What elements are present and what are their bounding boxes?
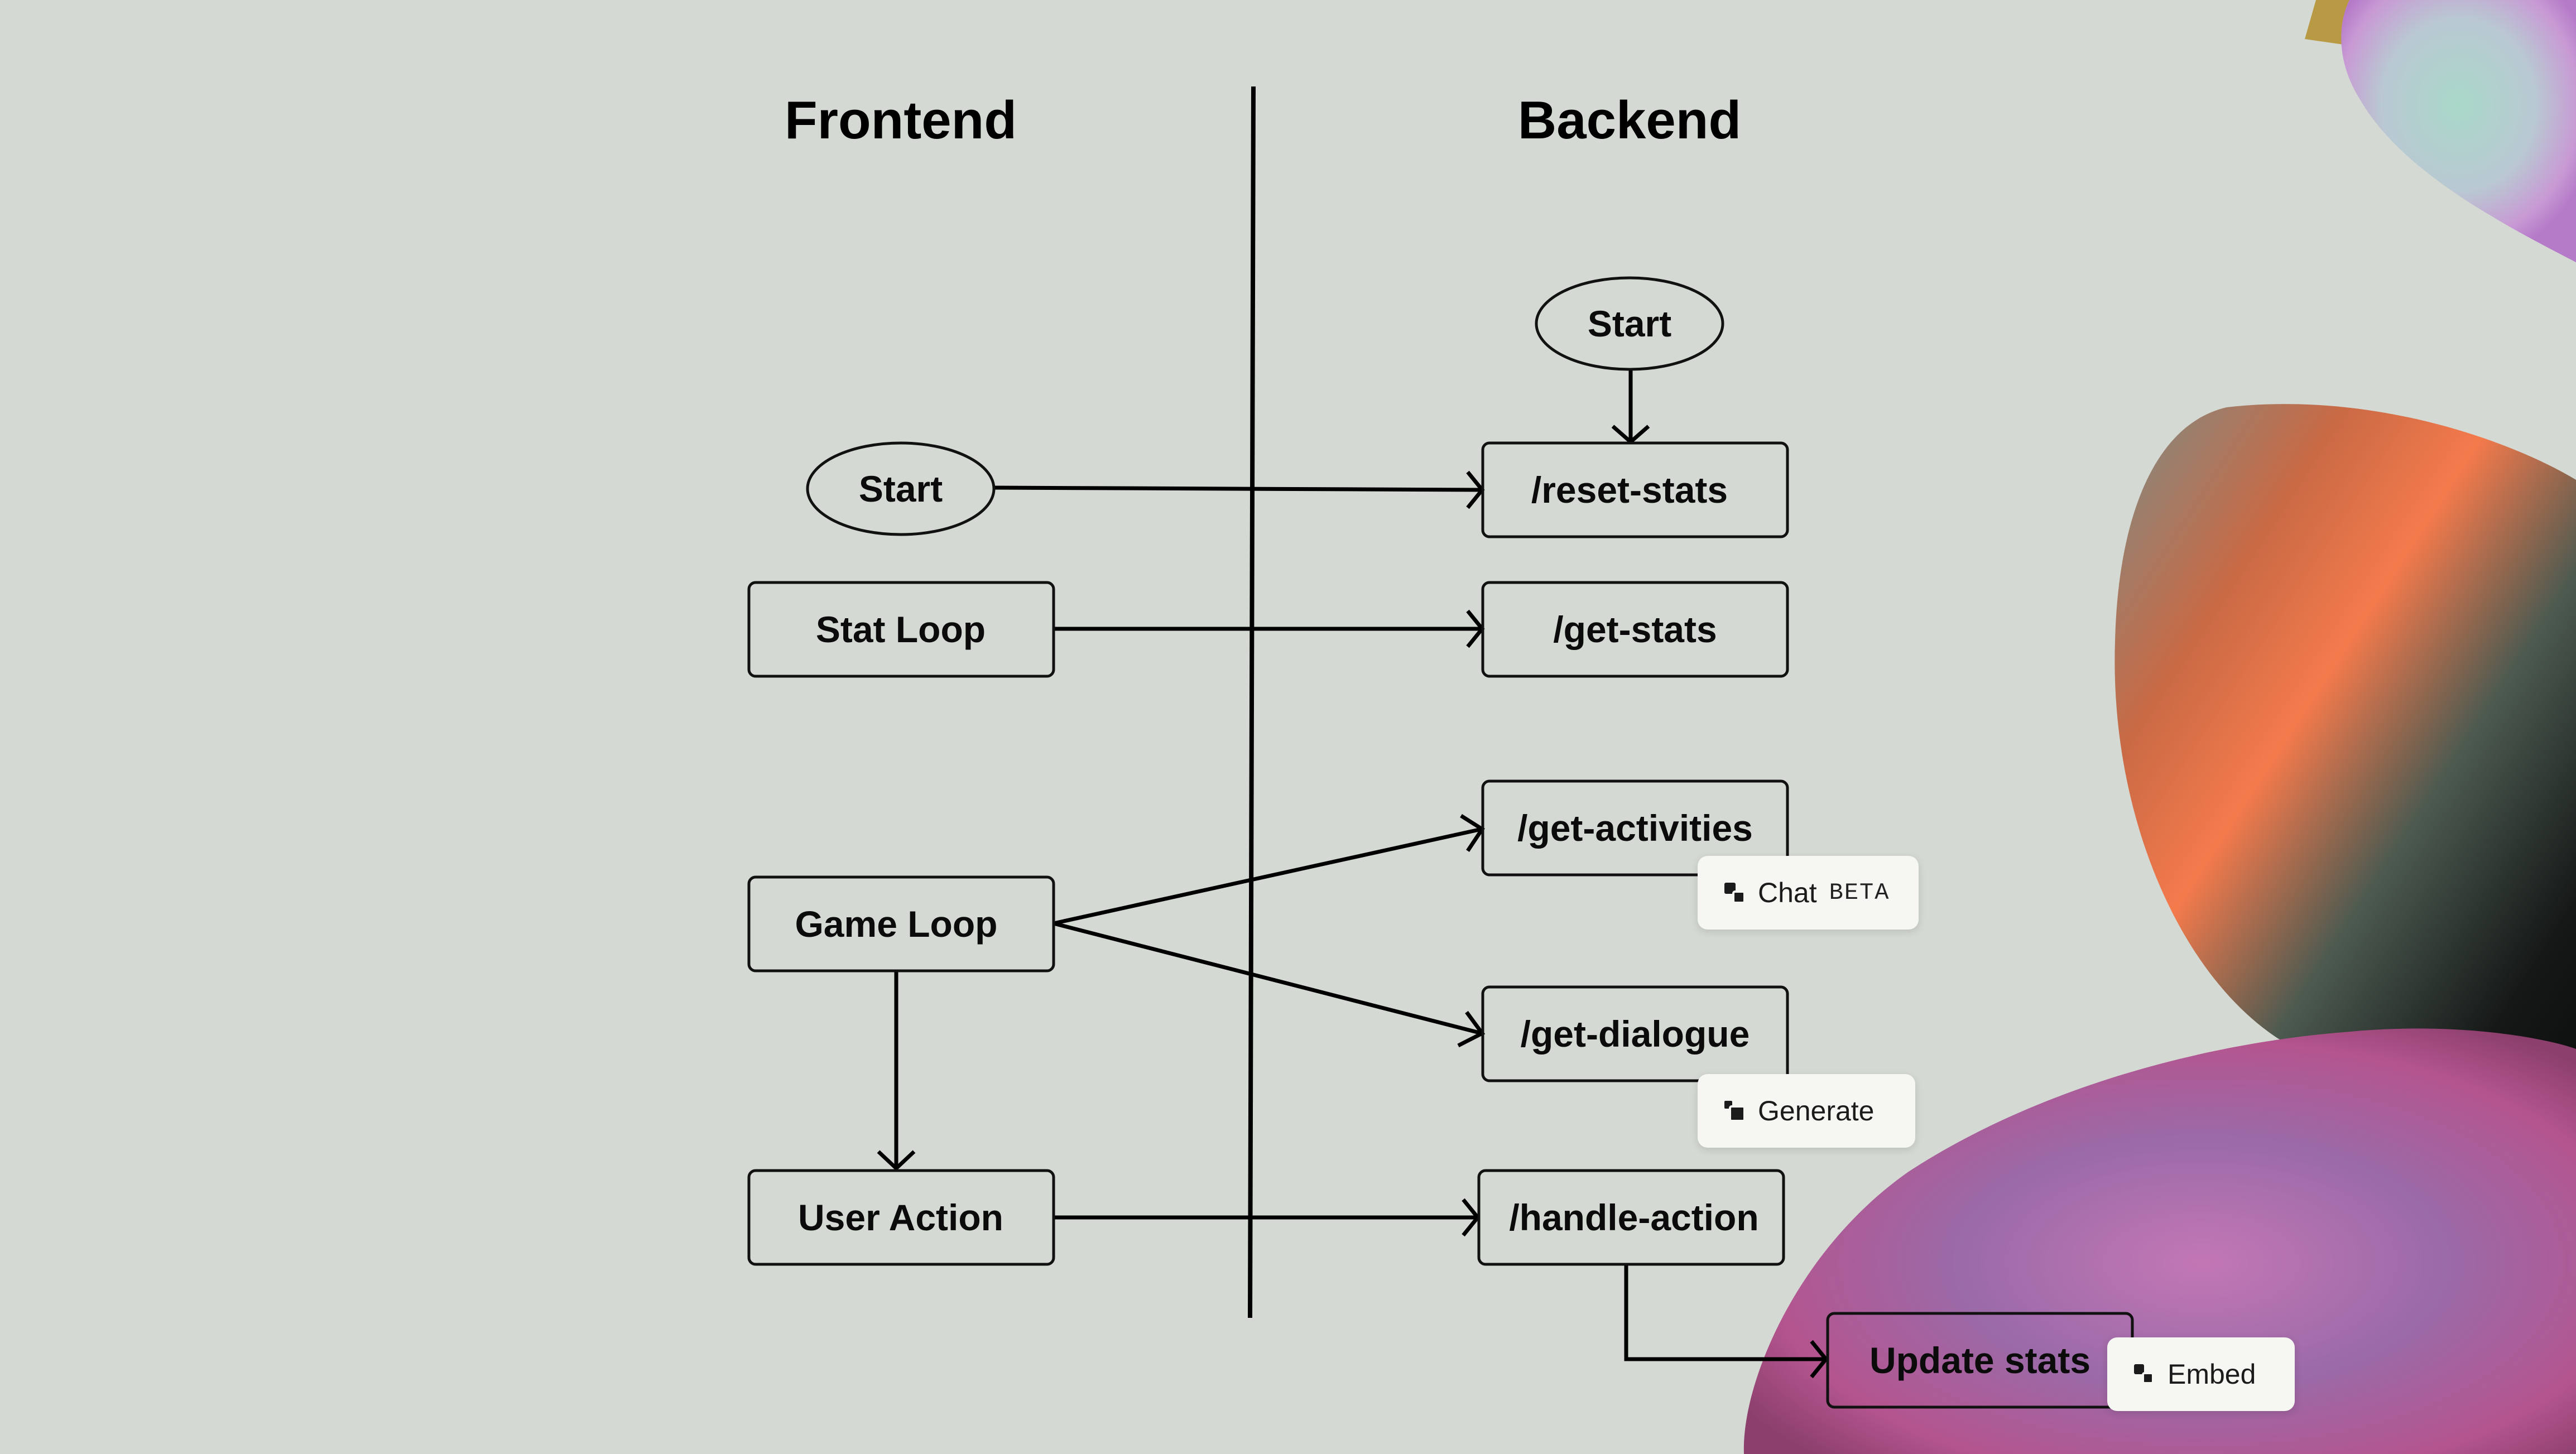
embed-icon	[2134, 1364, 2154, 1384]
backend-heading: Backend	[1518, 90, 1741, 150]
edge-game-loop-to-get-activities	[1053, 827, 1482, 926]
beta-badge: BETA	[1829, 879, 1890, 906]
frontend-start-node[interactable]: Start	[806, 441, 996, 536]
game-loop-node[interactable]: Game Loop	[747, 875, 1055, 972]
handle-action-node[interactable]: /handle-action	[1477, 1169, 1785, 1266]
generate-label: Generate	[1758, 1095, 1875, 1126]
embed-button[interactable]: Embed	[2107, 1337, 2295, 1411]
game-loop-label: Game Loop	[795, 903, 997, 945]
update-stats-label: Update stats	[1869, 1340, 2090, 1381]
purple-blob-decoration	[1743, 1028, 2576, 1454]
arrowhead-update-stats	[1810, 1340, 1829, 1379]
swimlane-divider	[1248, 86, 1256, 1318]
backend-start-label: Start	[1588, 303, 1671, 344]
get-dialogue-node[interactable]: /get-dialogue	[1481, 985, 1789, 1082]
chat-label: Chat	[1758, 877, 1817, 908]
handle-action-label: /handle-action	[1509, 1197, 1758, 1238]
get-stats-label: /get-stats	[1553, 609, 1717, 650]
frontend-start-label: Start	[859, 468, 943, 509]
backend-start-node[interactable]: Start	[1535, 276, 1724, 371]
chat-icon	[1724, 883, 1746, 904]
teal-blob-decoration	[2341, 0, 2576, 262]
generate-button[interactable]: Generate	[1698, 1074, 1915, 1148]
get-stats-node[interactable]: /get-stats	[1481, 581, 1789, 678]
stat-loop-label: Stat Loop	[816, 609, 986, 650]
get-activities-label: /get-activities	[1517, 807, 1753, 849]
update-stats-node[interactable]: Update stats	[1826, 1312, 2134, 1409]
decorative-shapes	[1743, 0, 2576, 1454]
user-action-node[interactable]: User Action	[747, 1169, 1055, 1266]
reset-stats-node[interactable]: /reset-stats	[1481, 441, 1789, 538]
get-activities-node[interactable]: /get-activities	[1481, 779, 1789, 877]
orange-blob-decoration	[2114, 404, 2576, 1116]
arrowhead-user-action	[877, 1150, 916, 1171]
embed-label: Embed	[2168, 1359, 2256, 1390]
edge-start-to-reset-stats	[993, 485, 1482, 492]
chat-beta-button[interactable]: Chat BETA	[1698, 856, 1919, 930]
generate-icon	[1724, 1101, 1746, 1122]
edge-handle-action-to-update-stats	[1624, 1265, 1826, 1361]
get-dialogue-label: /get-dialogue	[1521, 1013, 1750, 1055]
reset-stats-label: /reset-stats	[1531, 469, 1728, 511]
stat-loop-node[interactable]: Stat Loop	[747, 581, 1055, 678]
edge-game-loop-to-get-dialogue	[1053, 921, 1482, 1036]
frontend-heading: Frontend	[785, 90, 1017, 150]
user-action-label: User Action	[798, 1197, 1003, 1238]
